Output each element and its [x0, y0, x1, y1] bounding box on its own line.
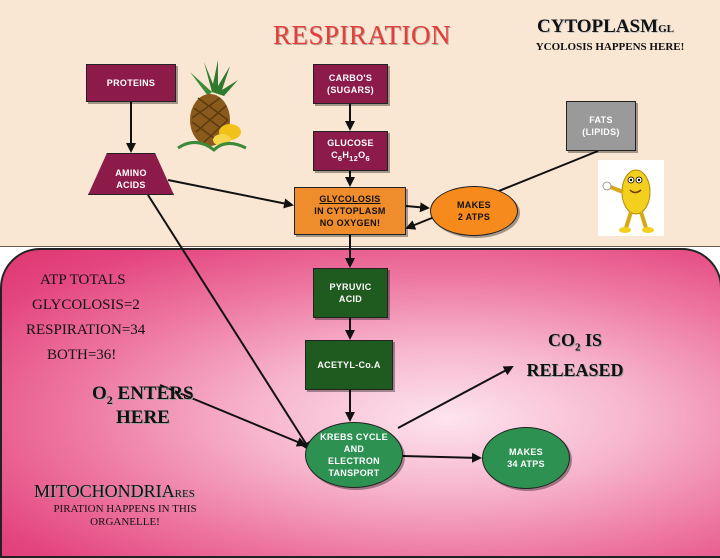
flow-arrows	[126, 102, 599, 463]
co2-released-label: CO2 IS RELEASED	[520, 329, 630, 381]
pyruvic-label-line1: PYRUVIC	[329, 282, 372, 292]
fats-box: FATS (LIPIDS)	[566, 101, 636, 151]
glycolysis-label-line1: GLYCOLOSIS	[319, 194, 381, 204]
co2-symbol: CO	[547, 330, 575, 350]
krebs-label-line1: KREBS CYCLE	[320, 432, 388, 442]
mitochondria-caption-line2: ORGANELLE!	[90, 516, 160, 528]
pyruvic-acid-box: PYRUVIC ACID	[313, 268, 388, 318]
co2-subscript: 2	[574, 341, 581, 354]
arrow-amino-to-krebs	[147, 194, 312, 452]
amino-label-line1: AMINO	[115, 168, 147, 178]
acetyl-coa-box: ACETYL-Co.A	[305, 340, 393, 390]
makes-34-atps-ellipse: MAKES 34 ATPS	[482, 427, 570, 489]
co2-is-text: IS	[580, 330, 602, 350]
krebs-cycle-ellipse: KREBS CYCLE AND ELECTRON TANSPORT	[305, 422, 403, 488]
oxygen-symbol: O	[92, 383, 107, 404]
oxygen-enters-text: ENTERS	[112, 383, 194, 404]
mitochondria-caption-line1: PIRATION HAPPENS IN THIS	[53, 503, 197, 515]
formula-h: H	[342, 150, 350, 161]
glycolysis-box: GLYCOLOSIS IN CYTOPLASM NO OXYGEN!	[294, 187, 406, 235]
glycolysis-label-line2: IN CYTOPLASM	[314, 206, 386, 216]
glucose-box: GLUCOSE C6H12O6	[313, 131, 388, 171]
cytoplasm-title-suffix: GL	[658, 23, 674, 35]
co2-released-text: RELEASED	[526, 359, 624, 380]
page-title: RESPIRATION	[273, 20, 452, 50]
glycolysis-label-line3: NO OXYGEN!	[319, 218, 381, 228]
mitochondria-title-suffix: RES	[174, 488, 195, 500]
proteins-box: PROTEINS	[86, 64, 176, 102]
amino-label-line2: ACIDS	[116, 180, 146, 190]
glucose-formula: C6H12O6	[327, 149, 374, 165]
formula-c: C	[331, 150, 338, 161]
formula-c-count: 6	[337, 153, 343, 163]
oxygen-enters-label: O2 ENTERS	[92, 383, 194, 408]
glycolosis-total: GLYCOLOSIS=2	[32, 297, 140, 313]
pineapple-icon	[177, 60, 247, 152]
carbos-label-line1: CARBO'S	[328, 73, 373, 83]
oxygen-subscript: 2	[106, 392, 113, 407]
arrow-glycolysis-to-makes2	[405, 202, 430, 213]
cytoplasm-title: CYTOPLASMGL	[537, 16, 674, 38]
oxygen-here-label: HERE	[116, 407, 170, 428]
mitochondria-title: MITOCHONDRIARES	[34, 481, 195, 502]
fat-character-icon	[598, 160, 664, 236]
makes2-label-line2: 2 ATPS	[457, 212, 491, 222]
cytoplasm-title-main: CYTOPLASM	[537, 16, 659, 37]
krebs-label-line2: AND	[343, 444, 365, 454]
arrow-o2-to-krebs	[159, 384, 307, 447]
mitochondria-caption: PIRATION HAPPENS IN THIS ORGANELLE!	[45, 503, 205, 529]
makes34-label-line2: 34 ATPS	[507, 459, 545, 469]
respiration-total: RESPIRATION=34	[26, 322, 146, 338]
makes2-label-line1: MAKES	[456, 200, 491, 210]
both-total: BOTH=36!	[47, 347, 117, 363]
mitochondria-title-main: MITOCHONDRIA	[34, 481, 175, 501]
arrow-amino-to-glycolysis	[167, 179, 294, 209]
fats-label-line2: (LIPIDS)	[582, 127, 620, 137]
pyruvic-label-line2: ACID	[338, 294, 363, 304]
atp-totals-heading: ATP TOTALS	[40, 272, 126, 288]
formula-h-count: 12	[349, 153, 359, 163]
carbos-label-line2: (SUGARS)	[327, 85, 374, 95]
cytoplasm-caption: YCOLOSIS HAPPENS HERE!	[535, 41, 685, 53]
formula-o-count: 6	[365, 153, 370, 163]
arrow-krebs-to-co2	[397, 366, 514, 429]
makes34-label-line1: MAKES	[508, 447, 543, 457]
makes-2-atps-ellipse: MAKES 2 ATPS	[430, 186, 518, 236]
carbohydrates-box: CARBO'S (SUGARS)	[313, 64, 388, 104]
amino-acids-box: AMINO ACIDS	[88, 153, 174, 195]
glucose-label: GLUCOSE	[327, 138, 374, 149]
arrow-krebs-to-makes34	[402, 452, 482, 463]
formula-o: O	[358, 150, 366, 161]
fats-label-line1: FATS	[589, 115, 613, 125]
krebs-label-line4: TANSPORT	[328, 468, 380, 478]
krebs-label-line3: ELECTRON	[328, 456, 380, 466]
